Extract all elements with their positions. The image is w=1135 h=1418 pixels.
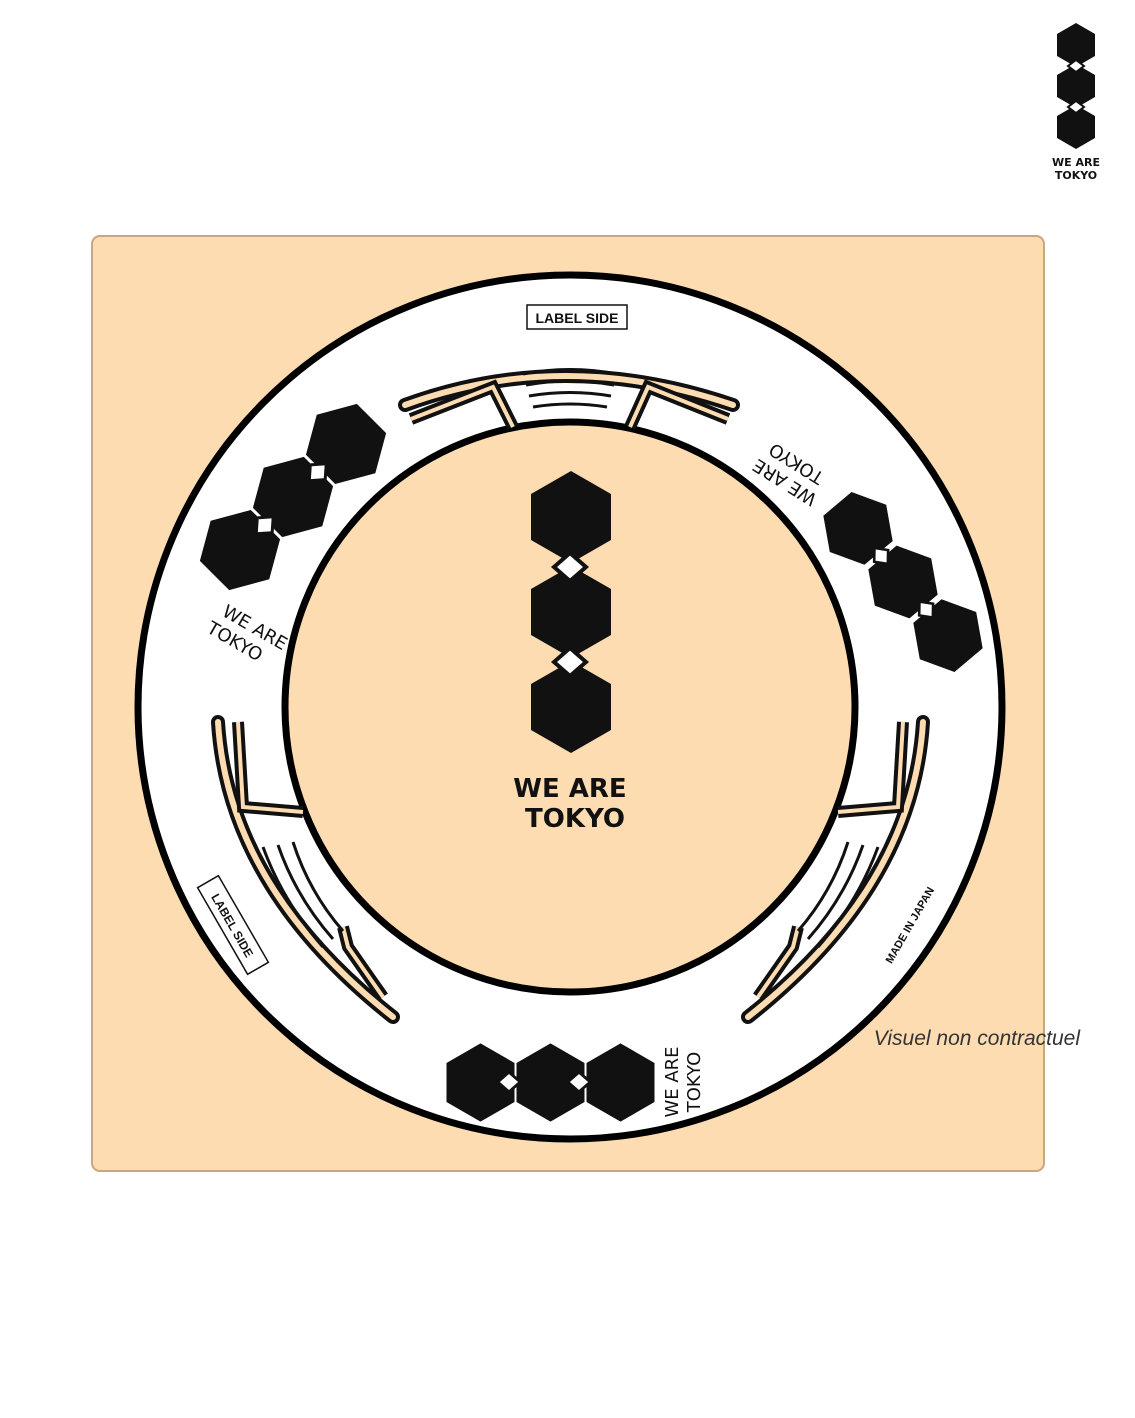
brand-logo: WE ARE TOKYO [1040,20,1112,185]
turntable-mat: LABEL SIDE LABEL SIDE MADE IN JAPAN WE A… [91,235,1045,1172]
label-side-top: LABEL SIDE [536,310,619,326]
right-groove [741,715,930,1024]
center-text-line1: WE ARE [513,774,626,804]
ring-text-bottom-line2: TOKYO [684,1052,705,1114]
left-groove [211,715,400,1024]
label-side-box-top [526,304,628,330]
ring-logo-bottom-icon [446,1043,655,1122]
ring-text-bottom-line1: WE ARE [662,1046,683,1117]
center-text-line2: TOKYO [525,804,625,834]
mat-ring-graphic: LABEL SIDE LABEL SIDE MADE IN JAPAN WE A… [134,271,1006,1143]
disclaimer-text: Visuel non contractuel [873,1027,1080,1050]
brand-name-line1: WE ARE [1052,156,1100,169]
brand-name-line2: TOKYO [1054,169,1098,182]
label-side-box-left [196,874,270,976]
hexagon-logo-icon [1057,23,1095,149]
top-groove [398,368,740,430]
center-logo-icon [531,471,611,753]
